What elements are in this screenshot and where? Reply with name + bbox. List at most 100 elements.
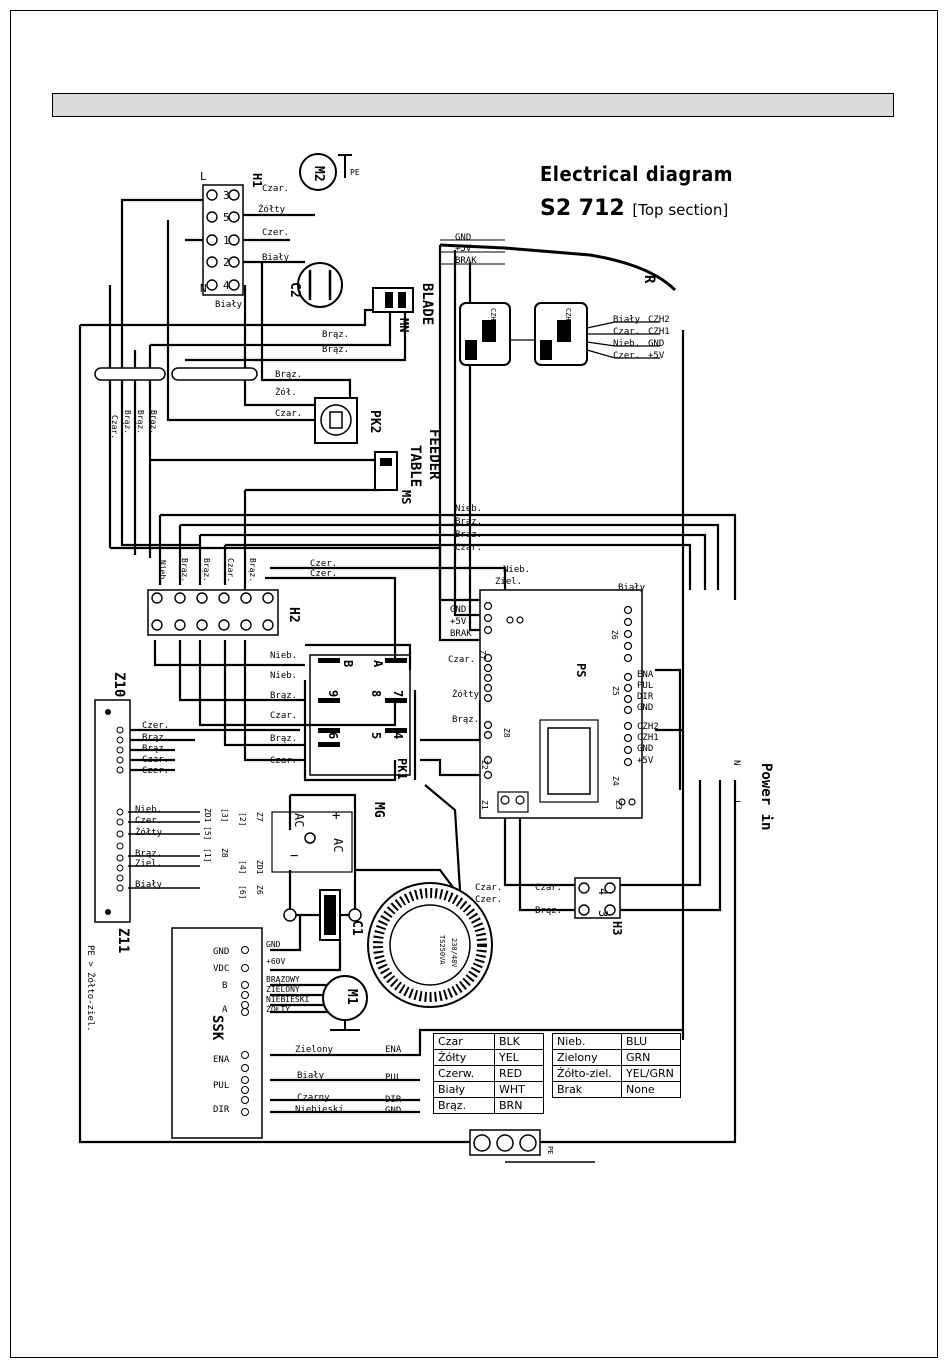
- ps-ena: ENA: [637, 670, 654, 680]
- terminal-h3: 4 3 H3 Czar. Czer. Czar. Brąz.: [475, 877, 624, 935]
- e-niebieski: Niebieski: [295, 1105, 344, 1115]
- mn-wire-braz2: Brąz.: [322, 345, 349, 355]
- legend-code: BLU: [621, 1033, 681, 1050]
- ps-zolty: Żółty: [452, 689, 480, 700]
- ps-czh2: CZH2: [637, 722, 659, 732]
- z11-czer: Czer.: [135, 816, 162, 826]
- label-ps: PS: [574, 663, 588, 677]
- h3-braz: Brąz.: [535, 906, 562, 916]
- s-bialy: Biały: [613, 315, 641, 325]
- legend-polish-name: Zielony: [552, 1049, 622, 1066]
- ps-z1: Z1: [480, 800, 489, 810]
- h2-czar: Czar.: [226, 558, 235, 582]
- rectifier-mg: MG AC AC + −: [271, 802, 386, 873]
- model-number: S2 712: [540, 196, 625, 221]
- switch-feeder-ms: FEEDER TABLE MS: [374, 429, 442, 504]
- h1-wire-czar: Czar.: [262, 184, 289, 194]
- terminal-h1: H1 3 5 1 2 4 L N Czar. Żółty Czer. Biały…: [200, 170, 290, 310]
- h2-braz-a: Brąz.: [180, 558, 189, 582]
- h1-pos-4: 4: [223, 279, 230, 292]
- label-pk1: PK1: [395, 758, 409, 780]
- legend-polish-name: Czerw.: [433, 1065, 495, 1082]
- wires: [78, 198, 737, 1144]
- e-zielony: Zielony: [295, 1045, 334, 1055]
- switch-blade-mn: BLADE MN Brąz. Brąz.: [322, 283, 435, 355]
- ssk-a: A: [222, 1005, 228, 1015]
- h1-wire-czer: Czer.: [262, 228, 289, 238]
- trafo-rating: TS250VA: [438, 935, 446, 965]
- ps-z7: Z7: [478, 650, 487, 660]
- s-czh1: CZH1: [648, 327, 670, 337]
- ps-ziel: Ziel.: [495, 577, 522, 587]
- mg-minus: −: [290, 848, 298, 864]
- page-frame: [10, 10, 938, 1358]
- bus-labels: Nieb. Brąz. Brąz. Czar. Czer. Czer.: [310, 504, 482, 579]
- w-zolty: ŻÓŁTY: [266, 1003, 290, 1014]
- cable-tube: [94, 367, 258, 381]
- z10-czer: Czer.: [142, 721, 169, 731]
- label-r: R: [641, 275, 657, 284]
- bus-czar: Czar.: [455, 543, 482, 553]
- bus-braz-a: Brąz.: [455, 517, 482, 527]
- pk2-wire-zol: Żół.: [275, 387, 297, 398]
- diagram-subtitle: S2 712 [Top section]: [540, 196, 728, 221]
- ps-braz: Brąz.: [452, 715, 479, 725]
- z11-bialy: Biały: [135, 880, 163, 890]
- pk1-wire-braz-a: Brąz.: [270, 691, 297, 701]
- header-bar: [52, 93, 894, 117]
- h3-in-czer: Czer.: [475, 895, 502, 905]
- h1-pos-n: N: [200, 282, 207, 295]
- ssk-pul: PUL: [213, 1081, 229, 1091]
- connector-z10-z11: Z10 Z11 Czer. Brąz. Brąz. Czar. Czer. Ni…: [85, 672, 264, 1032]
- label-pe-top: PE: [350, 168, 360, 177]
- ref-zd1: ZD1: [203, 808, 212, 823]
- ref-1: [1]: [203, 848, 212, 862]
- label-pk2: PK2: [367, 410, 382, 433]
- ref-zd1b: ZD1: [255, 860, 264, 875]
- vert-czar: Czar.: [110, 415, 119, 439]
- w-niebieski: NIEBIESKI: [266, 995, 310, 1004]
- h2-czer-1: Czer.: [310, 559, 337, 569]
- transformer-toroid: TS250VA 230/48V: [367, 882, 493, 1008]
- ps-nieb: Nieb.: [503, 565, 530, 575]
- vert-braz-b: Brąz.: [136, 410, 145, 434]
- e-dir: DIR: [385, 1095, 402, 1105]
- mg-ac-2: AC: [331, 838, 345, 852]
- w-zielony: ZIELONY: [266, 985, 300, 994]
- s-czh2: CZH2: [648, 315, 670, 325]
- terminal-pe: PE: [469, 1129, 595, 1163]
- z11-ziel: Ziel.: [135, 859, 162, 869]
- e-ena: ENA: [385, 1045, 402, 1055]
- label-h3: H3: [610, 921, 624, 935]
- vert-braz-a: Brąz.: [123, 410, 132, 434]
- z11-nieb: Nieb.: [135, 805, 162, 815]
- pk1-4: 4: [391, 732, 405, 739]
- z10-braz-a: Brąz.: [142, 733, 169, 743]
- power-in: Power in N L: [731, 760, 774, 830]
- e-pul: PUL: [385, 1073, 401, 1083]
- legend-polish-name: Biały: [433, 1081, 495, 1098]
- diagram-title: Electrical diagram: [540, 162, 734, 186]
- label-power-in: Power in: [758, 763, 774, 830]
- h3-czar: Czar.: [535, 883, 562, 893]
- ref-z7: Z7: [255, 812, 264, 822]
- capacitor-c1: C1: [283, 889, 364, 941]
- legend-polish-name: Brąz.: [433, 1097, 495, 1114]
- e-bialy: Biały: [297, 1071, 325, 1081]
- s-gnd: GND: [648, 339, 664, 349]
- mg-plus: +: [332, 808, 340, 824]
- legend-row: Żółto-ziel.YEL/GRN: [552, 1065, 681, 1082]
- label-brak-r: BRAK: [455, 256, 477, 266]
- label-czh1: CZH1: [489, 308, 497, 325]
- pk2-wire-braz: Brąz.: [275, 370, 302, 380]
- vert-braz-c: Brąz.: [149, 410, 158, 434]
- motor-m1: M1: [322, 975, 368, 1031]
- label-h2: H2: [286, 607, 301, 623]
- pk1-6: 6: [326, 732, 340, 739]
- legend-code: YEL: [494, 1049, 544, 1066]
